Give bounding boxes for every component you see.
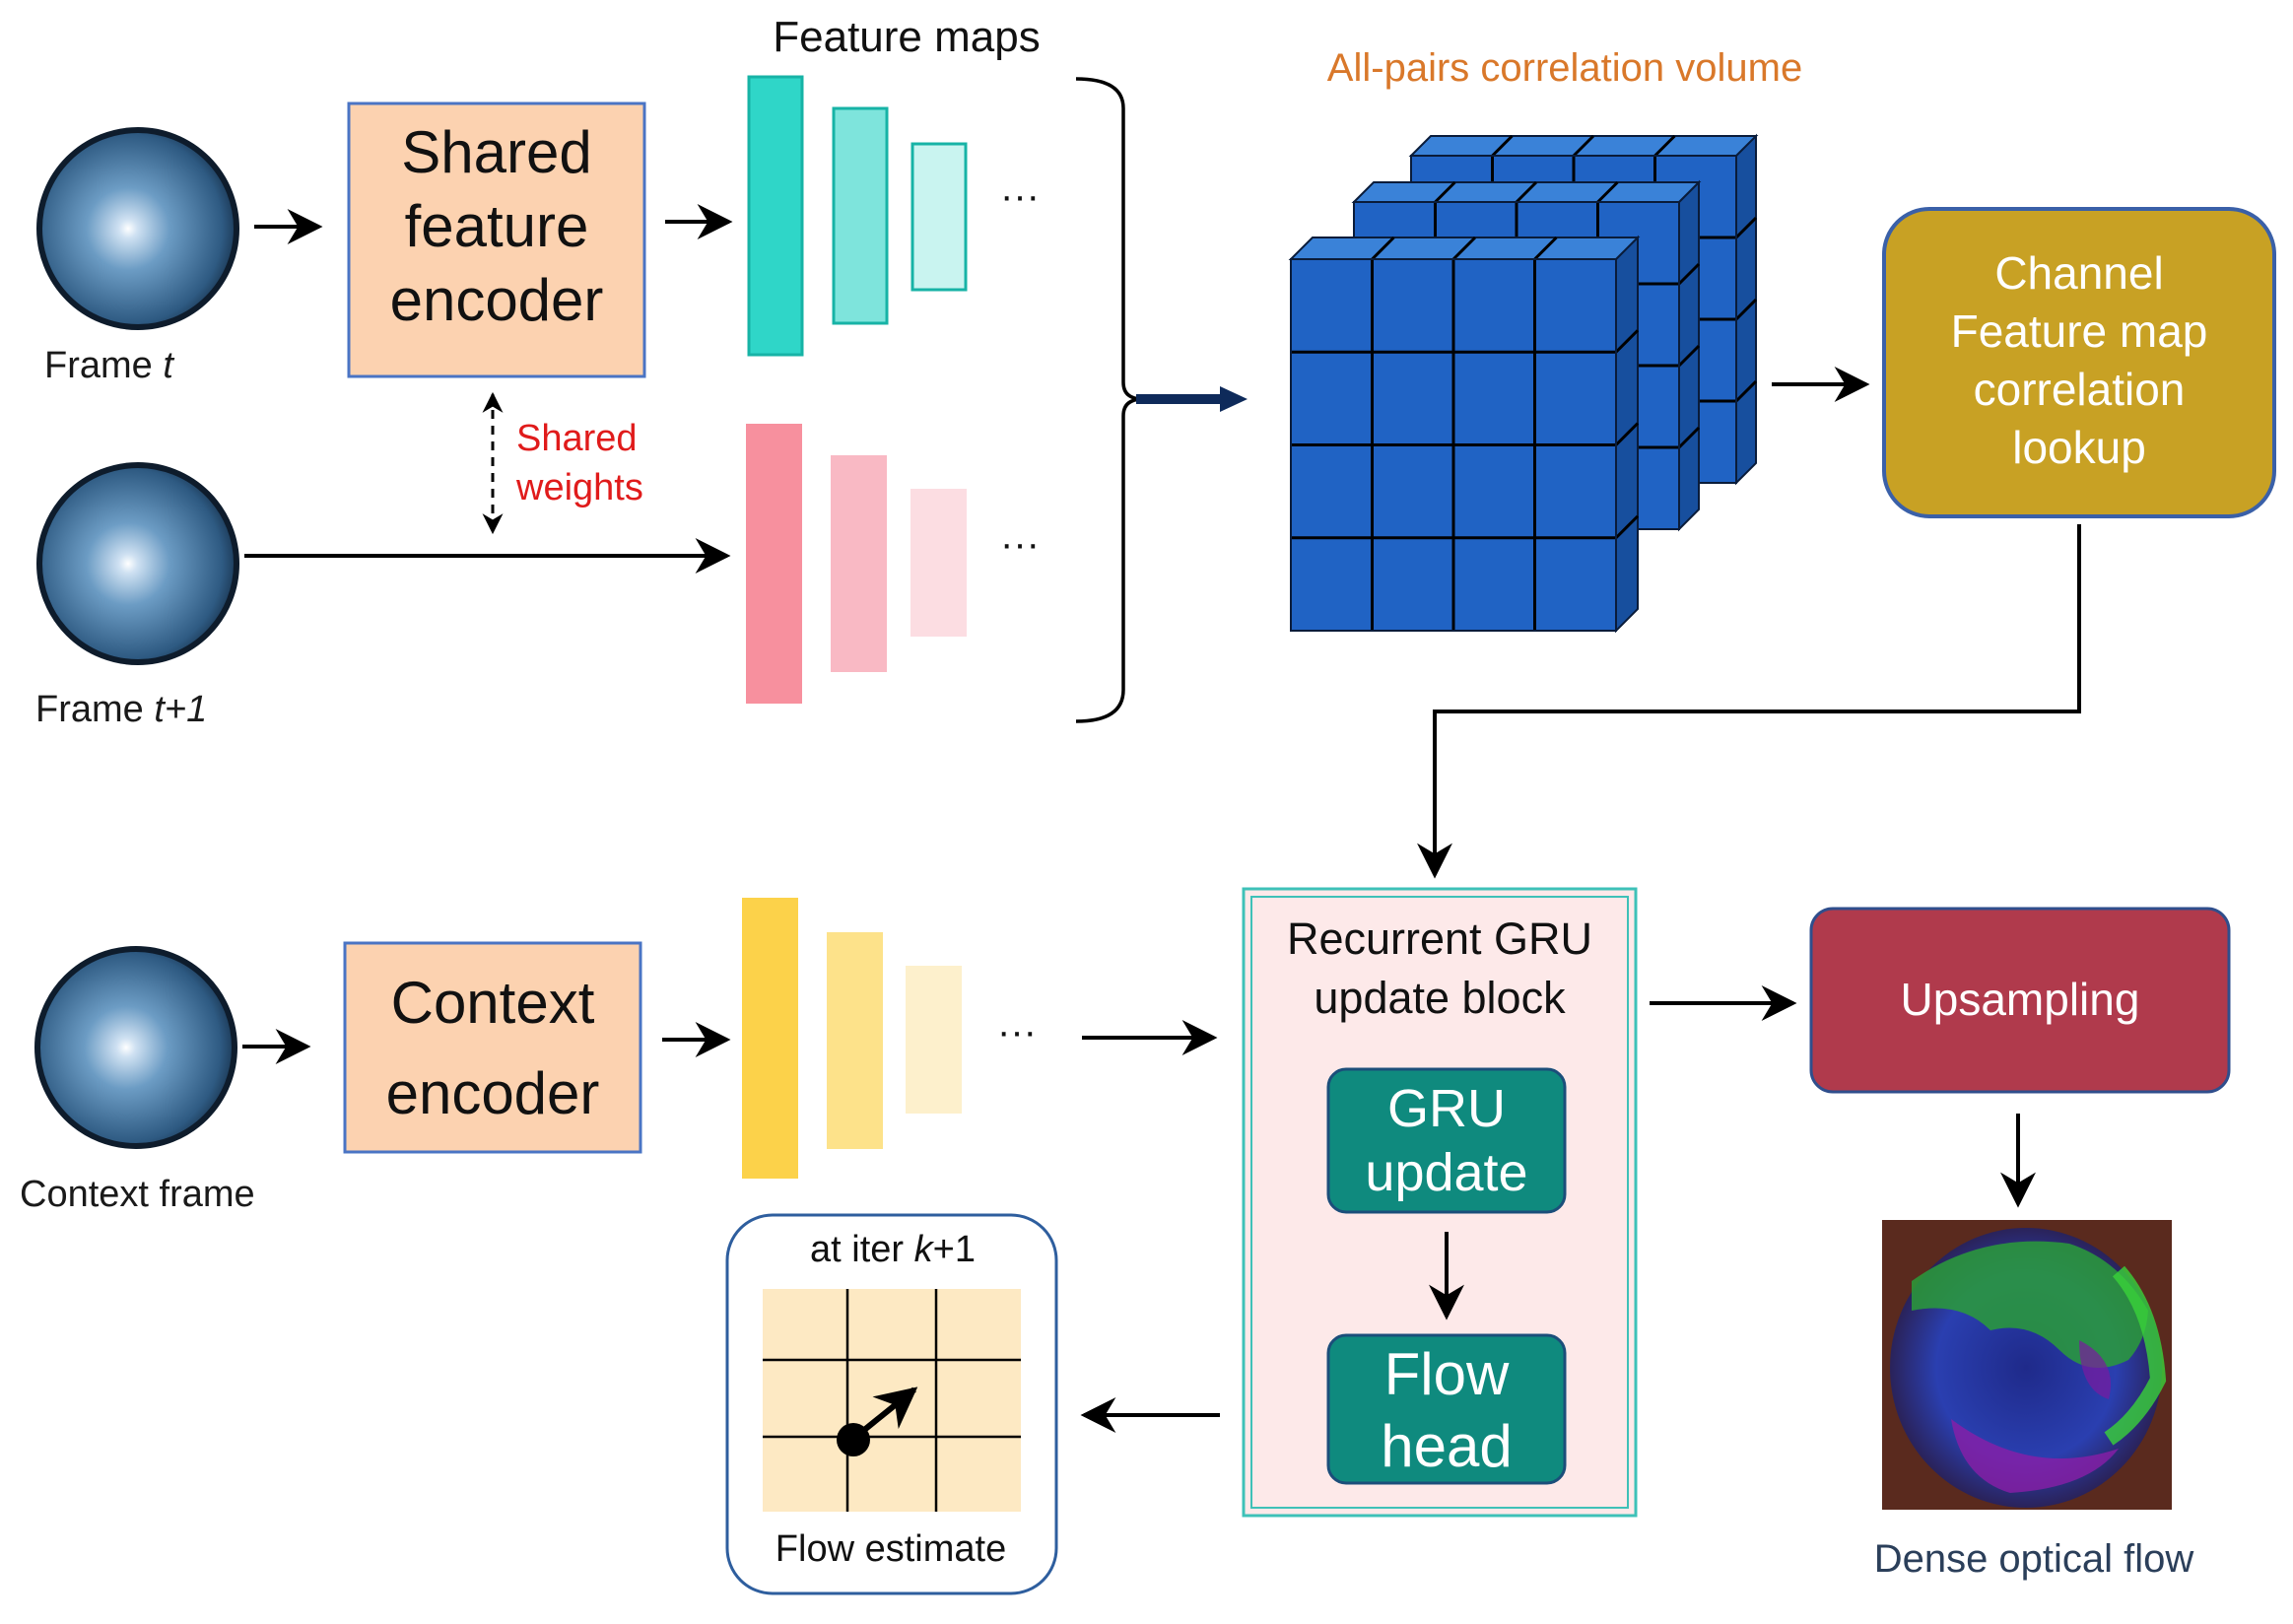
context-frame-image — [34, 946, 237, 1149]
feature-maps-frame-t: ··· — [747, 75, 1040, 357]
feature-maps-frame-t1: ··· — [746, 424, 1040, 704]
gru-block-title-1: Recurrent GRU — [1287, 914, 1592, 964]
context-frame-label: Context frame — [20, 1174, 255, 1215]
gru-update-line-2: update — [1365, 1143, 1527, 1202]
frame-t1-image — [36, 462, 239, 665]
gru-block-title-2: update block — [1314, 973, 1566, 1023]
encoder-label-line-1: Shared — [401, 119, 591, 185]
gru-update-box: GRU update — [1326, 1067, 1567, 1214]
correlation-volume — [1288, 133, 1759, 634]
feature-maps-title: Feature maps — [773, 13, 1040, 61]
ellipsis-yellow: ··· — [997, 1010, 1037, 1053]
frame-t-label: Frame t — [44, 345, 174, 386]
flow-point — [837, 1423, 870, 1456]
lookup-line-1: Channel — [1994, 247, 2163, 299]
flow-grid — [763, 1289, 1021, 1512]
flow-estimate-header: at iter k+1 — [810, 1229, 976, 1270]
shared-feature-encoder: Shared feature encoder — [347, 102, 646, 378]
arrow-lookup-to-gru — [1417, 524, 2081, 879]
feature-maps-brace — [1075, 77, 1144, 723]
dense-optical-flow-label: Dense optical flow — [1874, 1537, 2194, 1581]
context-encoder-line-2: encoder — [386, 1060, 600, 1126]
encoder-label-line-2: feature — [405, 193, 589, 259]
encoder-label-line-3: encoder — [390, 267, 604, 333]
correlation-volume-title: All-pairs correlation volume — [1327, 46, 1802, 90]
upsampling-label: Upsampling — [1901, 974, 2140, 1025]
frame-t-image — [36, 127, 239, 330]
context-encoder: Context encoder — [343, 941, 642, 1154]
upsampling-box: Upsampling — [1809, 907, 2231, 1094]
shared-weights-label-2: weights — [515, 467, 643, 508]
dense-optical-flow-image — [1882, 1220, 2172, 1510]
context-encoder-line-1: Context — [391, 970, 595, 1036]
frame-t1-label: Frame t+1 — [35, 689, 207, 730]
gru-update-line-1: GRU — [1387, 1079, 1506, 1138]
flow-estimate-card: at iter k+1 Flow estimate — [725, 1213, 1058, 1595]
lookup-line-4: lookup — [2012, 422, 2146, 473]
feature-maps-context: ··· — [742, 898, 1037, 1179]
flow-head-line-2: head — [1381, 1413, 1512, 1479]
flow-head-box: Flow head — [1326, 1333, 1567, 1485]
lookup-line-3: correlation — [1974, 364, 2186, 415]
ellipsis-pink: ··· — [1000, 522, 1040, 566]
arrow-brace-to-volume — [1136, 386, 1248, 412]
shared-weights-label-1: Shared — [516, 418, 638, 459]
flow-head-line-1: Flow — [1384, 1341, 1510, 1407]
flow-estimate-footer: Flow estimate — [776, 1528, 1006, 1570]
ellipsis-teal: ··· — [1000, 174, 1040, 218]
correlation-lookup-box: Channel Feature map correlation lookup — [1882, 207, 2276, 518]
cube1-layer — [1288, 235, 1641, 634]
lookup-line-2: Feature map — [1951, 305, 2208, 357]
